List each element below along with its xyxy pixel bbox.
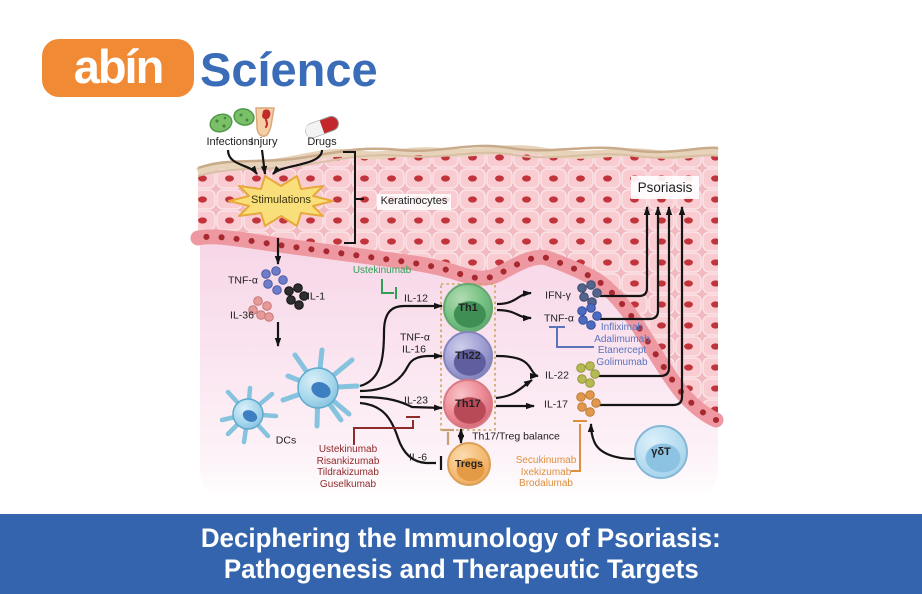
- dcs-label: DCs: [275, 434, 297, 447]
- tnfa-mid-label: TNF-α: [400, 331, 430, 344]
- il17-blocker-item: Brodalumab: [519, 477, 573, 489]
- infections-icon: [209, 108, 255, 133]
- il23-label: IL-23: [404, 394, 428, 407]
- tnf-blocker-item: Golimumab: [596, 356, 648, 368]
- il23-blockers-list: Ustekinumab Risankizumab Tildrakizumab G…: [317, 444, 380, 490]
- il17-blocker-item: Secukinumab: [515, 454, 577, 466]
- logo-text-science: Scíence: [200, 42, 378, 96]
- il22-label: IL-22: [545, 369, 569, 382]
- tnfa-out-label: TNF-α: [544, 312, 574, 325]
- dendritic-cell-small: [219, 385, 279, 445]
- tnf-blockers-list: Infliximab Adalimumab Etanercept Golimum…: [594, 322, 650, 368]
- tnf-blocker-item: Etanercept: [597, 345, 647, 356]
- th1-cell: Th1: [443, 283, 493, 333]
- logo-text-abin: abín: [73, 39, 165, 93]
- th17-label: Th17: [455, 398, 481, 410]
- th17-cell: Th17: [443, 379, 493, 429]
- stimulations-starburst: [228, 175, 334, 227]
- tnf-blockers-inhibition: [549, 326, 594, 348]
- gamma-delta-t-label: γδT: [651, 446, 671, 458]
- th22-cell: Th22: [443, 331, 493, 381]
- injury-icon: [255, 107, 275, 138]
- il22-dots: [576, 361, 600, 388]
- il36-dots: [248, 296, 274, 322]
- il17-blocker-item: Ixekizumab: [520, 466, 572, 478]
- tnfa-out-dots: [577, 303, 602, 330]
- il36-label: IL-36: [230, 309, 254, 322]
- keratinocytes-label: Keratinocytes: [380, 195, 448, 208]
- injury-label: Injury: [250, 136, 278, 149]
- th22-label: Th22: [455, 350, 481, 362]
- il17-dots: [576, 390, 601, 417]
- ifng-label: IFN-γ: [545, 289, 571, 302]
- tnf-blocker-item: Adalimumab: [594, 333, 650, 345]
- il6-label: IL-6: [408, 451, 428, 464]
- tnfa-top-label: TNF-α: [228, 274, 258, 287]
- banner-title-line2: Pathogenesis and Therapeutic Targets: [223, 554, 699, 584]
- tnf-blocker-item: Infliximab: [600, 322, 644, 333]
- keratinocytes-bracket: [343, 151, 364, 244]
- drugs-icon: [305, 116, 339, 138]
- il17-blockers-list: Secukinumab Ixekizumab Brodalumab: [516, 455, 577, 490]
- drugs-label: Drugs: [307, 136, 337, 149]
- tnfa-top-dots: [261, 266, 288, 295]
- il23-blockers-inhibition: [353, 416, 420, 445]
- epidermis-skin-band: [190, 144, 724, 428]
- ustekinumab-green-label: Ustekinumab: [352, 264, 412, 276]
- il23-blocker-item: Guselkumab: [319, 478, 377, 490]
- th1-label: Th1: [458, 302, 478, 314]
- banner-title-line1: Deciphering the Immunology of Psoriasis:: [201, 523, 721, 553]
- title-banner: Deciphering the Immunology of Psoriasis:…: [0, 514, 922, 594]
- th17-treg-balance-label: Th17/Treg balance: [472, 430, 560, 443]
- il17-blockers-inhibition: [571, 420, 587, 472]
- logo-badge: abín: [42, 39, 194, 97]
- il17-label: IL-17: [544, 398, 568, 411]
- ifng-dots: [577, 280, 602, 307]
- il23-blocker-item: Risankizumab: [316, 455, 380, 467]
- stimulations-label: Stimulations: [251, 194, 311, 207]
- dendritic-cell-large: [280, 347, 360, 429]
- il16-label: IL-16: [402, 343, 426, 356]
- il12-label: IL-12: [404, 292, 428, 305]
- tregs-label: Tregs: [454, 458, 483, 470]
- gamma-delta-t-cell: γδT: [634, 425, 688, 479]
- keratinocytes-label-box: [377, 194, 451, 210]
- il23-blocker-item: Tildrakizumab: [317, 467, 379, 478]
- il1-dots: [284, 283, 309, 310]
- infections-label: Infections: [206, 136, 254, 149]
- ustekinumab-inhibition: [381, 279, 397, 299]
- psoriasis-label: Psoriasis: [637, 179, 693, 195]
- psoriasis-label-box: [631, 176, 699, 199]
- tregs-inhibition: [442, 428, 454, 445]
- tregs-cell: Tregs: [447, 442, 491, 486]
- il1-label: IL-1: [306, 290, 326, 303]
- il23-blocker-item: Ustekinumab: [318, 444, 378, 455]
- pathway-arrows: [226, 149, 686, 470]
